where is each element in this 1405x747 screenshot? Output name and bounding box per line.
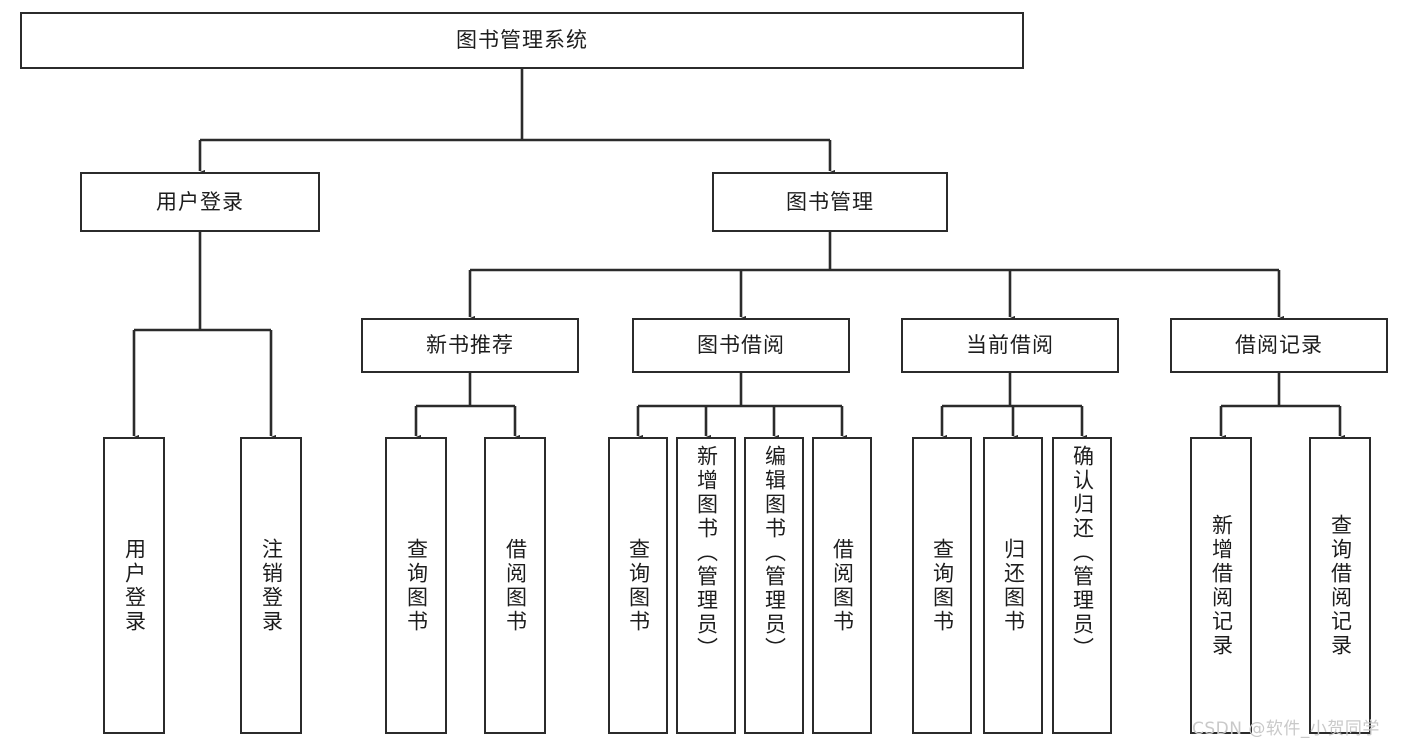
node-label: 当前借阅 (966, 333, 1054, 358)
node-label: 借阅图书 (503, 537, 528, 634)
node-label: 新书推荐 (426, 333, 514, 358)
node-leaf-user-login[interactable]: 用户登录 (103, 437, 165, 734)
node-leaf-edit-book-admin[interactable]: 编辑图书（管理员） (744, 437, 804, 734)
node-book-management[interactable]: 图书管理 (712, 172, 948, 232)
node-label: 查询图书 (626, 537, 651, 634)
node-leaf-borrow-book[interactable]: 借阅图书 (812, 437, 872, 734)
node-leaf-logout-login[interactable]: 注销登录 (240, 437, 302, 734)
connector-lines (128, 69, 1346, 444)
node-label: 归还图书 (1001, 537, 1026, 634)
node-leaf-return-book[interactable]: 归还图书 (983, 437, 1043, 734)
node-label: 查询图书 (404, 537, 429, 634)
node-label: 查询借阅记录 (1328, 513, 1353, 658)
node-leaf-query-book-recommend[interactable]: 查询图书 (385, 437, 447, 734)
node-leaf-add-borrow-record[interactable]: 新增借阅记录 (1190, 437, 1252, 734)
node-label: 借阅图书 (830, 537, 855, 634)
node-label: 图书借阅 (697, 333, 785, 358)
node-leaf-borrow-book-recommend[interactable]: 借阅图书 (484, 437, 546, 734)
node-leaf-add-book-admin[interactable]: 新增图书（管理员） (676, 437, 736, 734)
node-borrow-record[interactable]: 借阅记录 (1170, 318, 1388, 373)
node-label: 借阅记录 (1235, 333, 1323, 358)
node-label: 图书管理系统 (456, 28, 588, 53)
watermark: CSDN @软件_小贺同学 (1192, 719, 1380, 739)
node-leaf-query-borrow-record[interactable]: 查询借阅记录 (1309, 437, 1371, 734)
node-label: 确认归还（管理员） (1070, 445, 1095, 661)
node-user-login[interactable]: 用户登录 (80, 172, 320, 232)
node-book-borrow[interactable]: 图书借阅 (632, 318, 850, 373)
node-current-borrow[interactable]: 当前借阅 (901, 318, 1119, 373)
node-leaf-query-book-borrow[interactable]: 查询图书 (608, 437, 668, 734)
node-new-book-recommend[interactable]: 新书推荐 (361, 318, 579, 373)
node-leaf-query-book-current[interactable]: 查询图书 (912, 437, 972, 734)
node-label: 用户登录 (156, 189, 244, 214)
node-label: 新增图书（管理员） (694, 445, 719, 661)
node-label: 新增借阅记录 (1209, 513, 1234, 658)
node-label: 注销登录 (259, 537, 284, 634)
node-root[interactable]: 图书管理系统 (20, 12, 1024, 69)
node-label: 图书管理 (786, 189, 874, 214)
node-label: 用户登录 (122, 537, 147, 634)
node-label: 编辑图书（管理员） (762, 445, 787, 661)
node-leaf-confirm-return-admin[interactable]: 确认归还（管理员） (1052, 437, 1112, 734)
node-label: 查询图书 (930, 537, 955, 634)
